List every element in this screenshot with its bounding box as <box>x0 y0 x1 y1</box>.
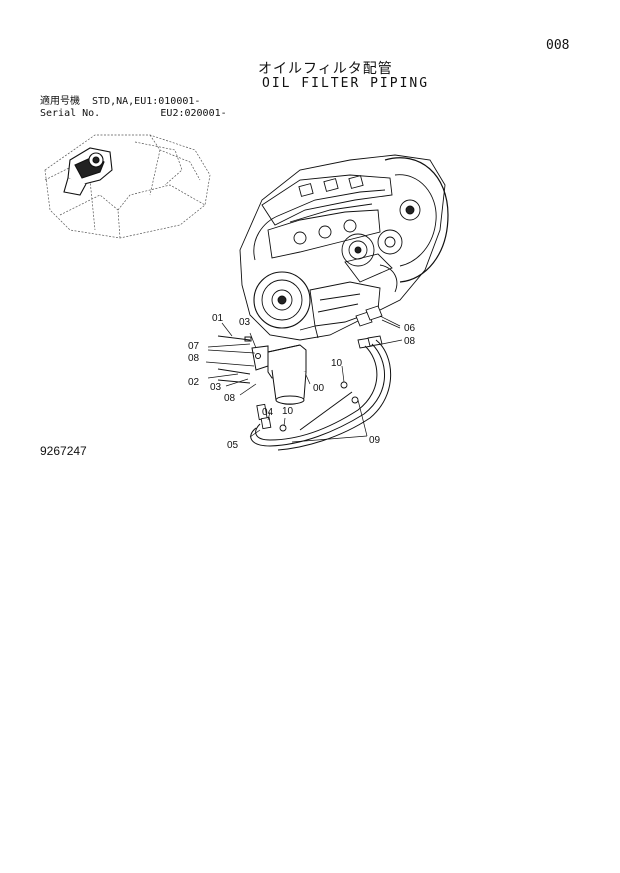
page-number: 008 <box>546 38 570 53</box>
serial-applicability: 適用号機 STD,NA,EU1:010001- Serial No. EU2:0… <box>40 96 227 120</box>
oil-hoses <box>250 339 392 451</box>
callout-03-b: 03 <box>210 382 222 393</box>
title-japanese: オイルフィルタ配管 <box>258 61 393 77</box>
title-english: OIL FILTER PIPING <box>262 76 430 91</box>
oil-filter <box>244 336 307 405</box>
callout-09: 09 <box>369 435 381 446</box>
callout-06: 06 <box>404 323 416 334</box>
callout-05: 05 <box>227 440 239 451</box>
callout-10: 10 <box>331 358 343 369</box>
locator-engine-highlight <box>63 147 113 196</box>
callout-07: 07 <box>188 341 200 352</box>
callout-02: 02 <box>188 377 200 388</box>
serial-line-2: Serial No. EU2:020001- <box>40 108 227 119</box>
engine-assembly <box>239 154 449 341</box>
bolts <box>217 335 251 384</box>
drawing-number: 9267247 <box>40 444 87 458</box>
callout-03: 03 <box>239 317 251 328</box>
callout-08-c: 08 <box>404 336 416 347</box>
locator-thumbnail <box>44 134 211 239</box>
callout-04: 04 <box>262 407 274 418</box>
fittings <box>256 305 383 432</box>
callout-08: 08 <box>188 353 200 364</box>
leader-lines <box>205 315 403 443</box>
callout-08-b: 08 <box>224 393 236 404</box>
serial-line-1: 適用号機 STD,NA,EU1:010001- <box>40 96 201 107</box>
callout-10-b: 10 <box>282 406 294 417</box>
callout-01: 01 <box>212 313 224 324</box>
callout-labels: 01 03 07 08 02 03 08 00 06 08 10 04 10 0… <box>188 313 416 451</box>
callout-00: 00 <box>313 383 325 394</box>
